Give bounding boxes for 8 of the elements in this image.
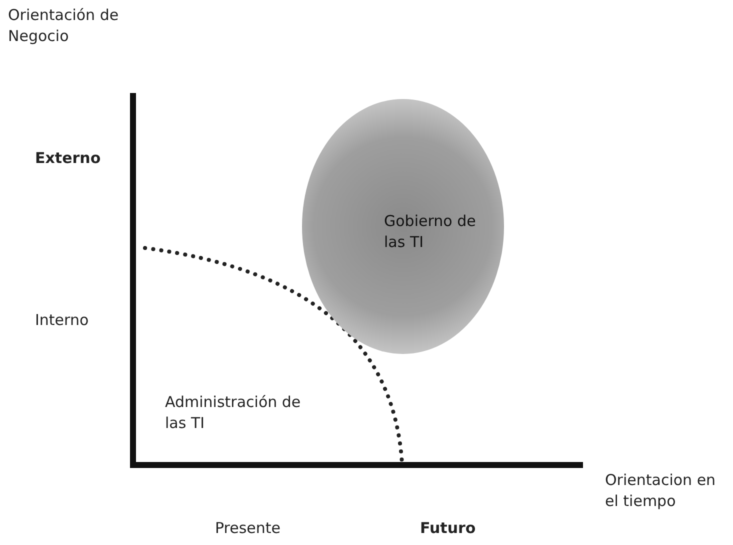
axis-tick-label: Externo xyxy=(35,148,102,169)
axis-title: Orientacion en el tiempo xyxy=(605,470,717,512)
node-text: Gobierno de las TI xyxy=(384,211,477,253)
axis-tick-label: Presente xyxy=(215,518,282,539)
axis-tick-label: Futuro xyxy=(420,518,477,539)
region-label: Administración de las TI xyxy=(165,392,302,434)
axis-tick-label: Interno xyxy=(35,310,90,331)
axis-title: Orientación de Negocio xyxy=(8,5,120,47)
